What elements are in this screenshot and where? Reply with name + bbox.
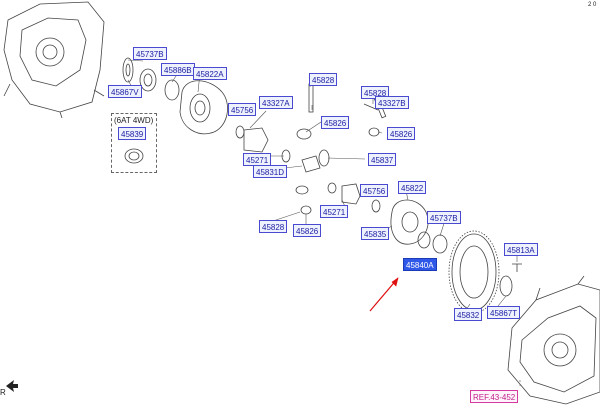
part-label-45886b[interactable]: 45886B: [161, 63, 195, 76]
part-label-45828-c[interactable]: 45828: [259, 220, 288, 233]
washer-right: [499, 275, 513, 297]
pinion-gear-a: [296, 128, 312, 140]
bearing-left: [164, 79, 180, 101]
bolt: [512, 263, 522, 272]
part-label-45832[interactable]: 45832: [454, 308, 483, 321]
pinion-gear-b: [301, 155, 321, 173]
part-label-45867t[interactable]: 45867T: [487, 306, 521, 319]
part-label-45840a[interactable]: 45840A: [403, 258, 437, 271]
box-note: (6AT 4WD): [114, 116, 154, 125]
washer-lower: [371, 199, 381, 213]
part-label-45835[interactable]: 45835: [361, 227, 390, 240]
part-label-45867v[interactable]: 45867V: [108, 85, 142, 98]
part-label-45839[interactable]: 45839: [118, 127, 147, 140]
washer-upper: [235, 125, 245, 139]
front-arrow-icon: [6, 380, 18, 392]
pinion-gear-e: [295, 185, 309, 195]
part-label-45813a[interactable]: 45813A: [504, 243, 538, 256]
oil-seal-4wd: [124, 148, 144, 164]
pinion-gear-d: [368, 127, 380, 137]
pinion-gear-c: [318, 149, 330, 167]
transmission-housing-left: [3, 1, 105, 113]
bearing-right: [417, 231, 431, 249]
washer-small-b: [327, 182, 337, 194]
part-label-45826-a[interactable]: 45826: [321, 116, 350, 129]
part-label-43327a[interactable]: 43327A: [259, 96, 293, 109]
ring-gear-teeth: [448, 230, 500, 314]
transmission-housing-right: [507, 283, 600, 405]
part-label-45831d[interactable]: 45831D: [253, 165, 288, 178]
part-label-45822a[interactable]: 45822A: [193, 67, 227, 80]
part-label-45756-b[interactable]: 45756: [360, 184, 389, 197]
part-label-45837[interactable]: 45837: [368, 153, 397, 166]
ring-gear: [451, 233, 497, 311]
corner-note-top: 2 0: [588, 2, 597, 8]
part-label-45822[interactable]: 45822: [398, 181, 427, 194]
pinion-shaft-a: [308, 83, 314, 113]
part-label-43327b[interactable]: 43327B: [375, 96, 409, 109]
thrust-washer-left: [122, 57, 134, 83]
pinion-gear-f: [300, 205, 312, 215]
part-label-45737b-right[interactable]: 45737B: [427, 211, 461, 224]
part-label-45826-b[interactable]: 45826: [387, 127, 416, 140]
oil-seal-right: [432, 234, 448, 254]
part-label-45826-c[interactable]: 45826: [293, 224, 322, 237]
differential-case: [179, 80, 228, 135]
part-label-45271-b[interactable]: 45271: [320, 205, 349, 218]
4wd-option-box: [111, 113, 157, 173]
ref-link-label[interactable]: REF.43-452: [470, 390, 519, 403]
part-label-45737b[interactable]: 45737B: [133, 47, 167, 60]
part-label-45828-a[interactable]: 45828: [309, 73, 338, 86]
part-label-45756-a[interactable]: 45756: [228, 103, 257, 116]
side-gear-lower: [341, 183, 361, 205]
side-gear-upper: [243, 127, 269, 153]
oil-seal-left: [139, 68, 157, 92]
corner-note-bottom: R: [0, 388, 6, 397]
differential-case-right: [390, 199, 429, 245]
pinion-pin: [363, 103, 379, 111]
